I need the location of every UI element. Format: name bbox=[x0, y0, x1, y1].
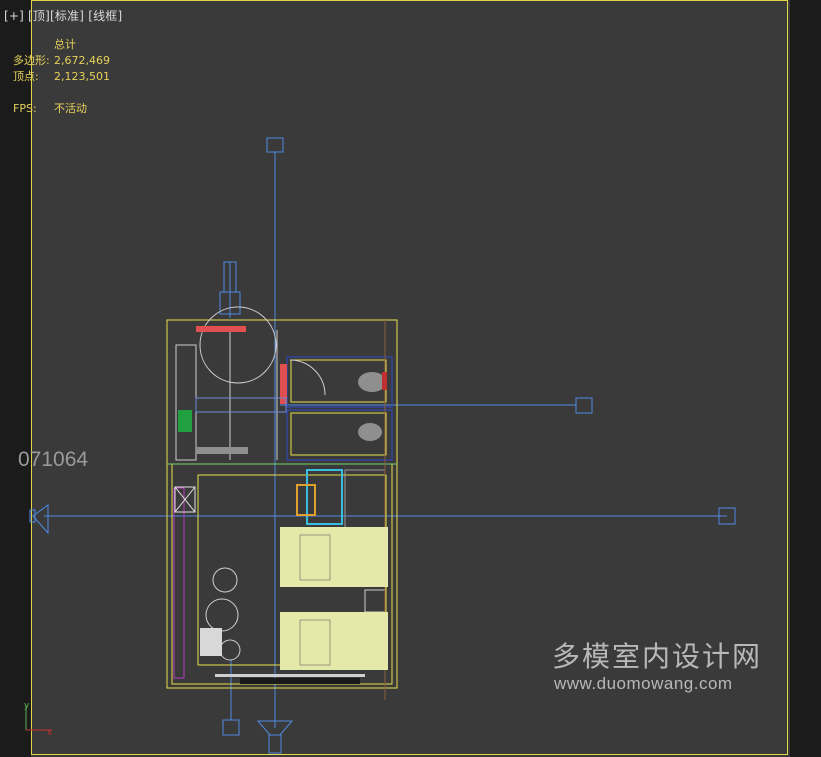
left-gutter bbox=[0, 0, 31, 757]
light-target-icon bbox=[222, 719, 240, 736]
light-target-icon bbox=[266, 137, 284, 153]
polygons-label: 多边形: bbox=[13, 54, 50, 67]
watermark-brand-url: www.duomowang.com bbox=[554, 674, 733, 693]
svg-text:y: y bbox=[24, 701, 30, 711]
viewport-menu-view[interactable]: [顶] bbox=[28, 9, 51, 23]
stats-header: 总计 bbox=[54, 38, 76, 51]
bed-2 bbox=[280, 612, 388, 670]
active-viewport-frame bbox=[31, 0, 788, 755]
fps-value: 不活动 bbox=[54, 102, 87, 115]
polygons-value: 2,672,469 bbox=[54, 54, 110, 67]
watermark-brand-name: 多模室内设计网 bbox=[552, 640, 763, 673]
camera-icon bbox=[32, 504, 49, 535]
floor-plan-outline bbox=[166, 319, 398, 689]
scene-statistics: 总计 多边形: 2,672,469 顶点: 2,123,501 FPS: 不活动 bbox=[13, 37, 110, 117]
right-gutter bbox=[790, 0, 821, 757]
svg-text:x: x bbox=[47, 728, 53, 738]
vertices-value: 2,123,501 bbox=[54, 70, 110, 83]
viewport-label[interactable]: [+] [顶][标准] [线框] bbox=[4, 7, 122, 24]
viewport-menu-plus[interactable]: [+] bbox=[4, 9, 25, 23]
bed-1 bbox=[280, 527, 388, 587]
fps-label: FPS: bbox=[13, 102, 37, 115]
light-target-icon bbox=[718, 507, 736, 525]
watermark-id: 071064 bbox=[18, 448, 89, 471]
viewport-menu-display-wireframe[interactable]: [线框] bbox=[88, 9, 123, 23]
axis-gizmo-icon: y x bbox=[24, 701, 53, 738]
light-target-icon bbox=[575, 397, 593, 414]
vertices-label: 顶点: bbox=[13, 70, 39, 83]
viewport-menu-shading-standard[interactable]: [标准] bbox=[50, 9, 85, 23]
